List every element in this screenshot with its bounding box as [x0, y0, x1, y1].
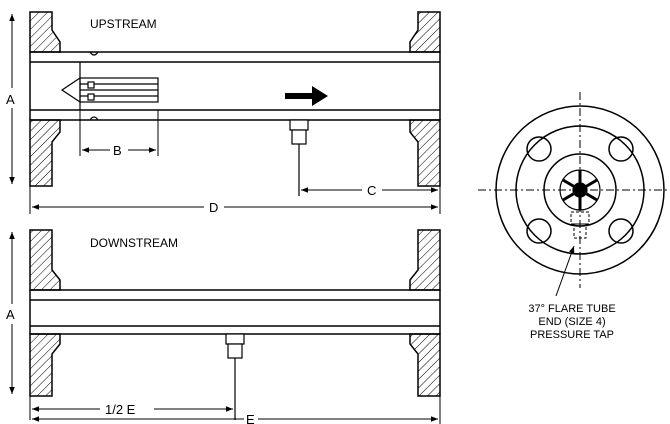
- bolt-hole-top-left: [526, 136, 552, 162]
- end-view-pressure-tap-hidden: [570, 211, 590, 239]
- end-view-rotor-hub: [559, 169, 601, 211]
- downstream-dim-a-label: A: [6, 307, 15, 322]
- upstream-rotor: [60, 51, 159, 121]
- downstream-dim-half-e-label: 1/2 E: [105, 402, 136, 417]
- bolt-hole-top-right: [608, 136, 634, 162]
- downstream-dim-half-e: [29, 396, 233, 420]
- downstream-dim-e: [32, 396, 441, 424]
- upstream-view: [9, 11, 441, 214]
- callout-leader: [555, 245, 575, 297]
- callout-line-3: PRESSURE TAP: [530, 329, 614, 341]
- upstream-dim-d-label: D: [209, 200, 218, 215]
- callout-line-2: END (SIZE 4): [538, 316, 605, 328]
- upstream-title: UPSTREAM: [90, 17, 157, 31]
- downstream-title: DOWNSTREAM: [90, 236, 178, 250]
- flange-end-view: [478, 92, 670, 297]
- upstream-dim-b-label: B: [113, 143, 122, 158]
- downstream-right-flange: [409, 229, 441, 397]
- upstream-dim-c: [301, 186, 441, 196]
- upstream-dim-b: [79, 110, 159, 156]
- flow-direction-arrow: [285, 86, 328, 106]
- upstream-pressure-tap: [289, 119, 309, 196]
- downstream-view: [9, 229, 441, 424]
- upstream-left-flange: [29, 11, 61, 187]
- end-view-outer-flange: [495, 105, 665, 275]
- downstream-pressure-tap: [225, 333, 245, 420]
- downstream-left-flange: [29, 229, 61, 397]
- end-view-inner-ring: [515, 125, 645, 255]
- upstream-dim-a-label: A: [6, 92, 15, 107]
- callout-line-1: 37° FLARE TUBE: [528, 303, 615, 315]
- downstream-dim-e-label: E: [246, 412, 255, 424]
- upstream-dim-c-label: C: [367, 183, 376, 198]
- downstream-pipe: [29, 289, 441, 335]
- bolt-hole-bottom-left: [526, 218, 552, 244]
- bolt-hole-bottom-right: [608, 218, 634, 244]
- end-view-bore: [543, 153, 617, 227]
- upstream-dim-d: [29, 186, 441, 214]
- upstream-right-flange: [409, 11, 441, 187]
- upstream-pipe: [29, 51, 441, 121]
